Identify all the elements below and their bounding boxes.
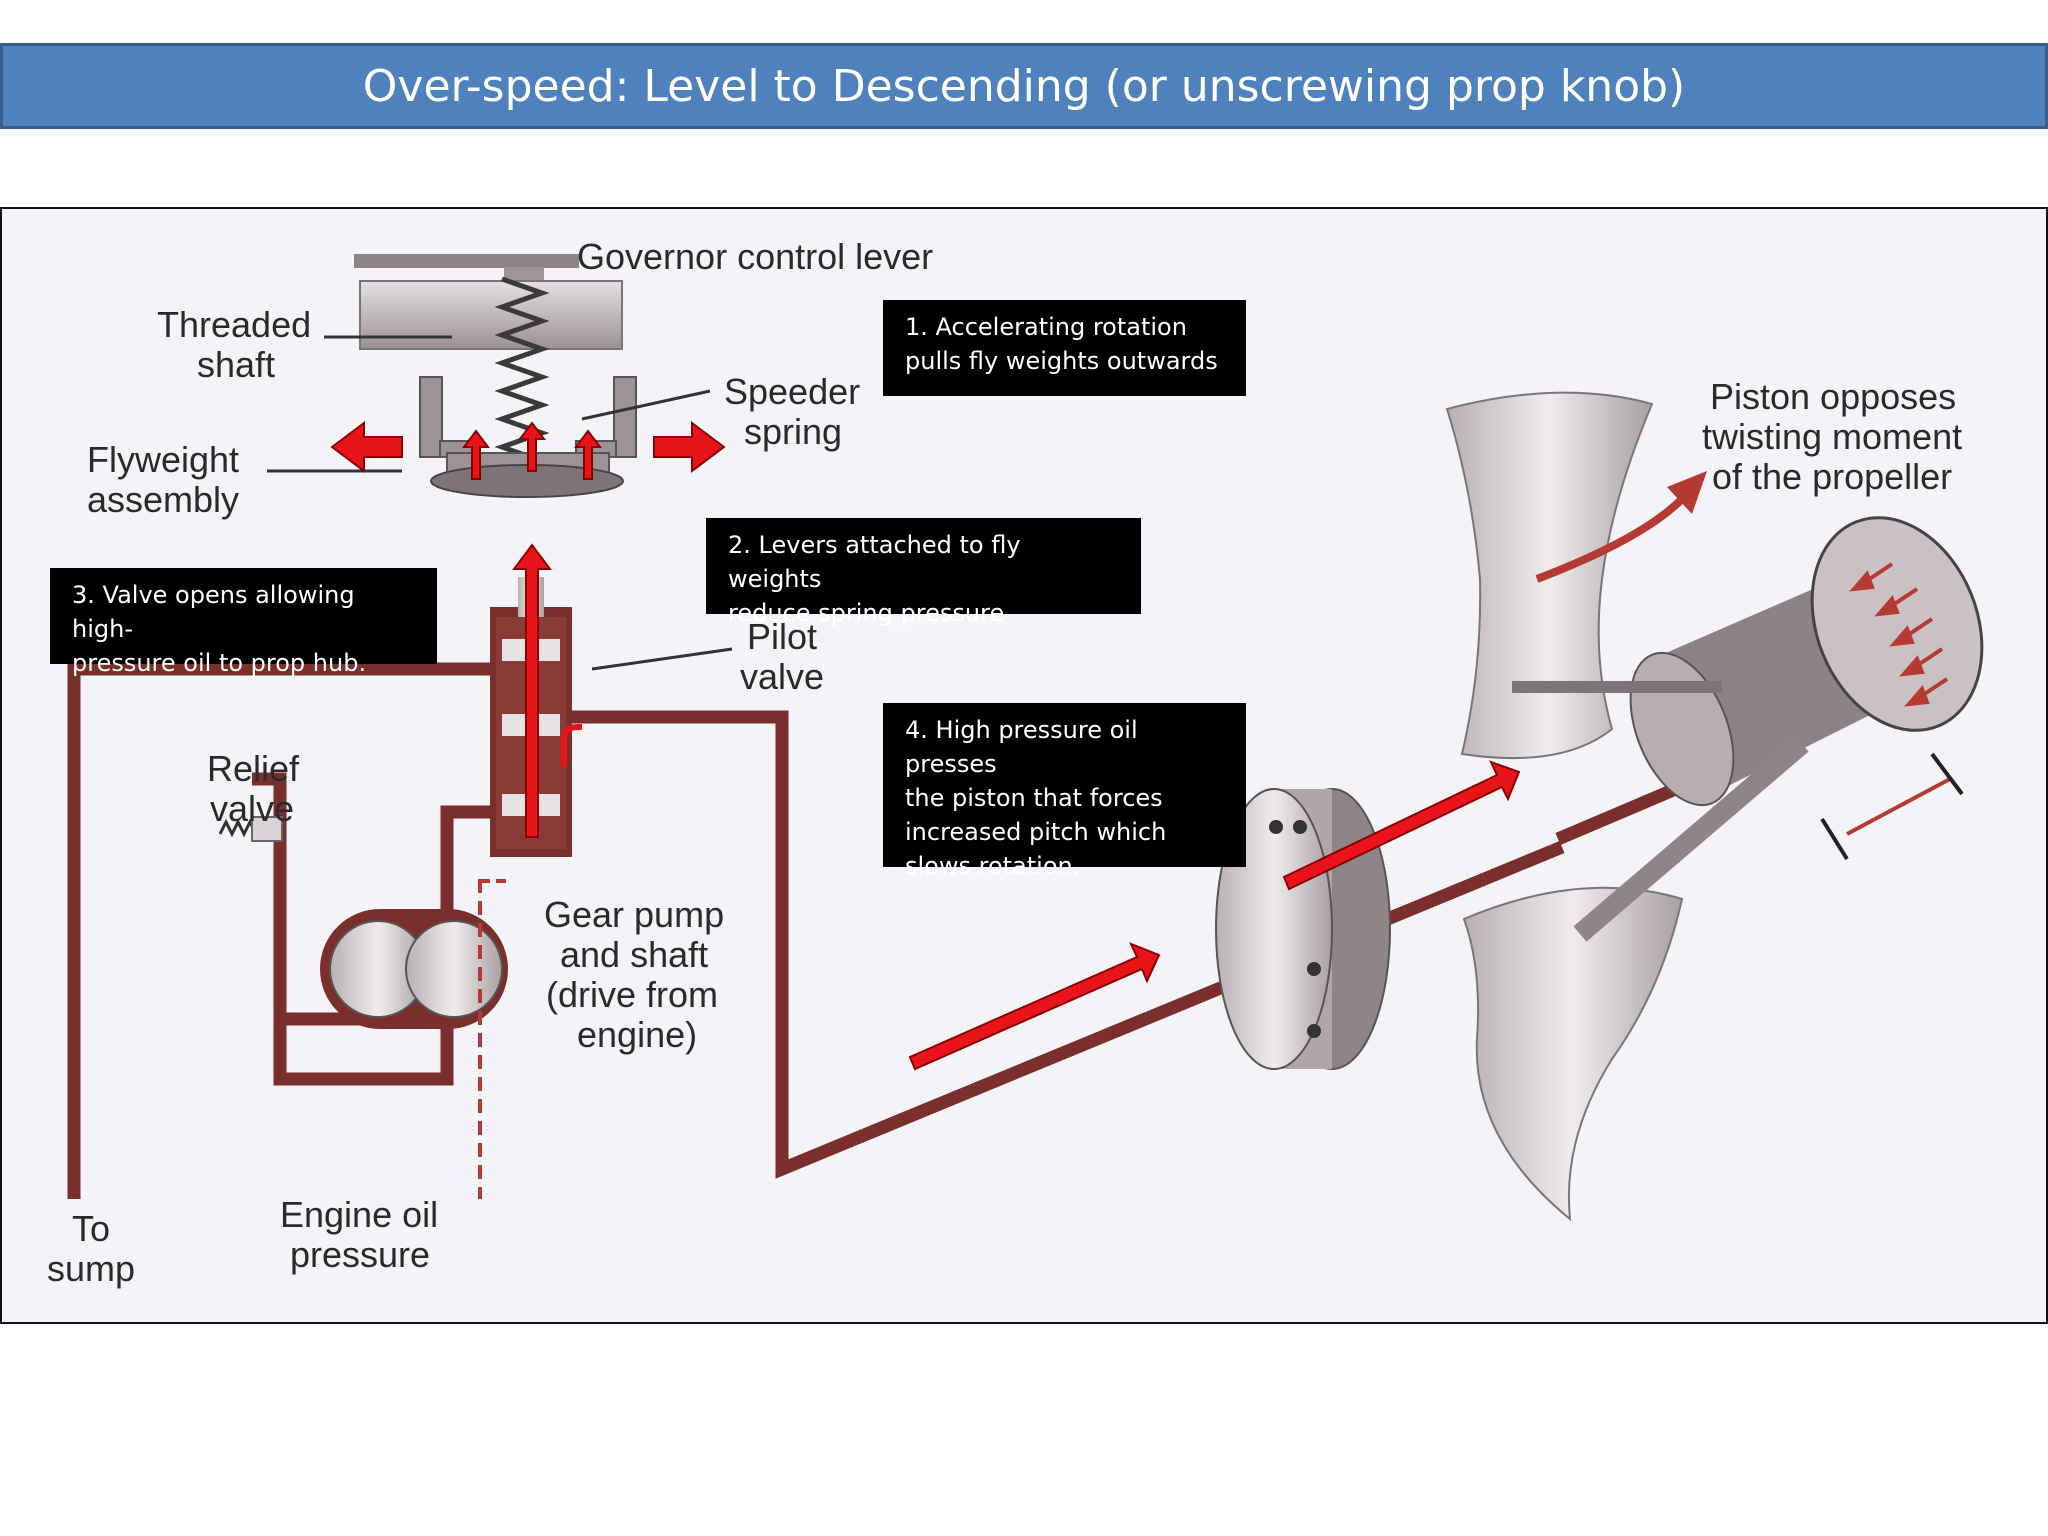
note-2: 2. Levers attached to fly weights reduce… [706, 518, 1141, 627]
engine-oil-label-2: pressure [290, 1234, 430, 1275]
relief-valve [218, 816, 283, 842]
pilot-valve-arrow [512, 543, 552, 838]
governor-control-lever-label: Governor control lever [577, 236, 933, 277]
lift-arrow-2 [518, 421, 546, 472]
flyweight-out-arrow-right [653, 421, 726, 473]
note-4: 4. High pressure oil presses the piston … [883, 703, 1246, 880]
relief-valve-label-1: Relief [207, 748, 300, 789]
governor-schematic: Governor control lever Threaded shaft Sp… [47, 236, 1984, 1289]
flow-arrows [330, 421, 1521, 1071]
piston-travel-arrow [1820, 752, 1964, 861]
lift-arrow-3 [574, 429, 602, 480]
piston-label-1: Piston opposes [1710, 376, 1956, 417]
pilot-valve-label-2: valve [740, 656, 824, 697]
label-pointer-lines [267, 335, 733, 671]
slide-title: Over-speed: Level to Descending (or unsc… [362, 60, 1686, 112]
speeder-spring-label-1: Speeder [724, 371, 860, 412]
valve-open-arrow [561, 724, 582, 767]
pilot-valve-label-1: Pilot [747, 616, 817, 657]
piston-label-2: twisting moment [1702, 416, 1962, 457]
oil-to-prop-arrow-2 [1282, 760, 1521, 891]
propeller-blade-lower [1462, 886, 1684, 1222]
piston-label-3: of the propeller [1712, 456, 1952, 497]
twisting-moment-arrowhead [1667, 471, 1707, 514]
gear-pump-label-1: Gear pump [544, 894, 724, 935]
threaded-shaft-label-1: Threaded [157, 304, 311, 345]
piston-pressure-arrows [1849, 562, 1949, 707]
gear-pump-label-3: (drive from [546, 974, 718, 1015]
gear-pump [320, 909, 508, 1029]
flyweight-out-arrow-left [330, 421, 403, 473]
pitch-link-lower [1573, 736, 1809, 942]
title-bar: Over-speed: Level to Descending (or unsc… [0, 43, 2048, 129]
gear-pump-label-2: and shaft [560, 934, 708, 975]
flyweight-label-1: Flyweight [87, 439, 239, 480]
to-sump-label-2: sump [47, 1248, 135, 1289]
note-1: 1. Accelerating rotation pulls fly weigh… [883, 300, 1246, 396]
oil-to-prop-arrow-1 [908, 942, 1161, 1071]
note-3: 3. Valve opens allowing high- pressure o… [50, 568, 437, 677]
to-sump-label-1: To [72, 1208, 110, 1249]
threaded-shaft-housing [359, 280, 623, 350]
engine-oil-label-1: Engine oil [280, 1194, 438, 1235]
threaded-shaft-label-2: shaft [197, 344, 275, 385]
lift-arrow-1 [462, 429, 490, 480]
speeder-spring-label-2: spring [744, 411, 842, 452]
gear-pump-label-4: engine) [577, 1014, 697, 1055]
flyweight-label-2: assembly [87, 479, 239, 520]
relief-valve-label-2: valve [210, 788, 294, 829]
pitch-cylinder [1629, 516, 1984, 807]
twisting-moment-arrow [1535, 496, 1685, 583]
